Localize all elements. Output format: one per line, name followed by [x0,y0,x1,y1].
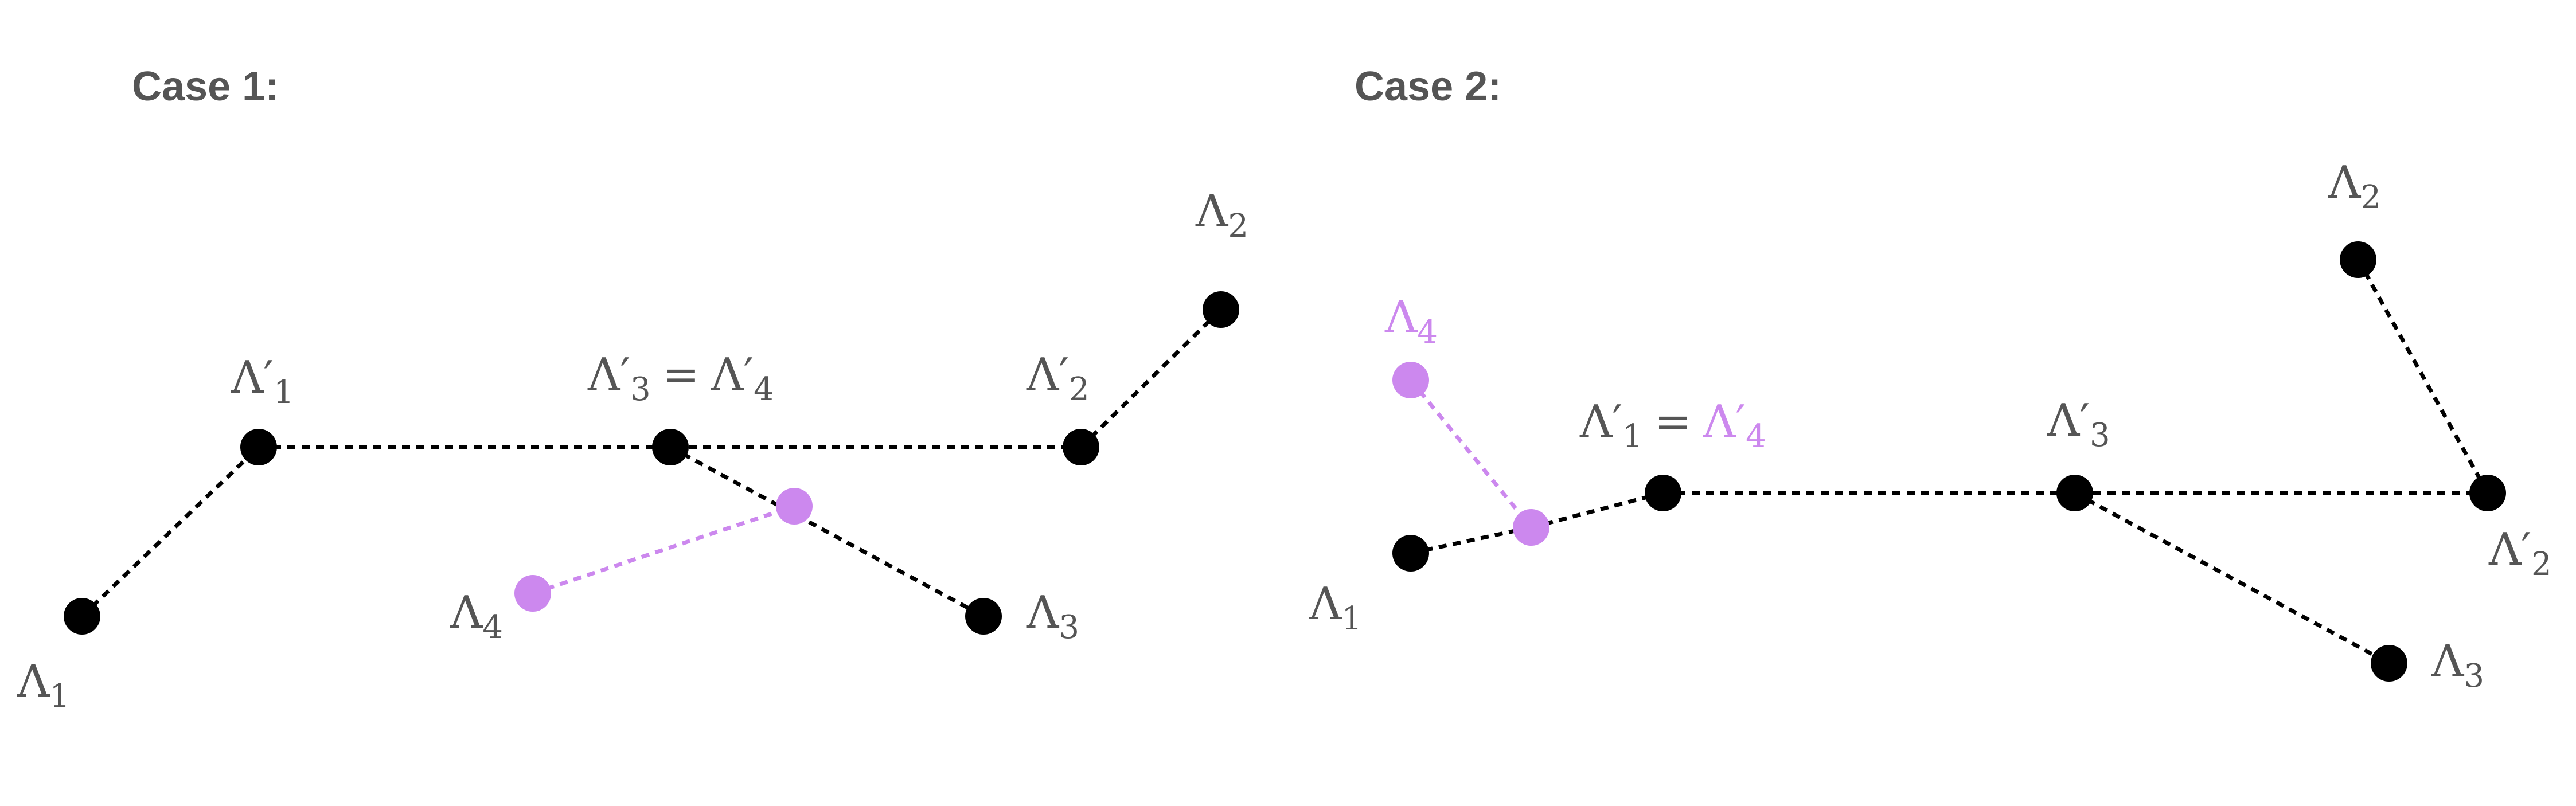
case-1-node-l3 [965,598,1002,635]
case-1-label-l2p: Λ′2 [1026,349,1090,408]
case-1-label-l4: Λ4 [450,587,503,646]
case-1-node-l2 [1203,291,1239,328]
case-1-edge-l1-l1p [80,445,260,618]
case-2-label-l2p: Λ′2 [2488,524,2552,583]
case-2-label-l1p-eq-l4p: Λ′1=Λ′4 [1579,396,1766,455]
case-1-edge-l4-purple [532,504,795,596]
case-2-node-l2 [2340,241,2376,278]
case-1-node-l1p [240,429,277,465]
case-2-node-l3p [2056,475,2093,511]
case-2-label-l1: Λ1 [1309,578,1362,637]
case-2-node-l1p-l4p [1645,475,1681,511]
case-1-node-l3p-l4p [652,429,689,465]
case-2-title: Case 2: [1355,64,1501,109]
case-1-node-l1 [64,598,100,635]
case-2-node-l1 [1392,535,1429,572]
case-2-label-l3p: Λ′3 [2047,395,2110,454]
case-2-label-l2: Λ2 [2328,157,2381,216]
case-2-node-l2p [2469,475,2506,511]
case-1-edge-l3p-l3 [669,445,985,619]
case-2-edge-mid-l1p [1531,491,1664,530]
case-2-edge-l1-mid [1410,525,1532,555]
case-1-label-l1: Λ1 [17,656,70,715]
case-2-edge-l4-purple [1409,378,1533,529]
case-1-label-l1p: Λ′1 [231,352,294,411]
case-1-panel: Case 1: Λ1 Λ′1 Λ′3=Λ′4 Λ′2 Λ2 Λ3 Λ4 [17,64,1248,715]
case-2-edge-l3p-l3 [2074,491,2390,666]
case-1-label-l2: Λ2 [1195,186,1248,245]
case-2-node-l3 [2371,645,2407,682]
case-1-node-purple-mid [776,488,813,525]
case-1-label-l3p-eq-l4p: Λ′3=Λ′4 [587,349,774,408]
case-2-panel: Case 2: Λ1 Λ4 Λ′1=Λ′4 Λ′3 Λ2 Λ′2 Λ3 [1309,64,2552,695]
case-2-edge-l2-l2p [2356,259,2490,494]
case-1-edge-l2p-l2 [1079,308,1223,449]
case-1-label-l3: Λ3 [1026,587,1079,646]
case-1-node-l4 [514,575,551,612]
case-2-label-l3: Λ3 [2431,636,2484,695]
case-2-node-l4 [1392,362,1429,398]
case-1-node-l2p [1063,429,1099,465]
case-1-title: Case 1: [132,64,279,109]
case-2-label-l4: Λ4 [1384,292,1438,351]
case-2-node-purple-mid [1513,509,1549,546]
